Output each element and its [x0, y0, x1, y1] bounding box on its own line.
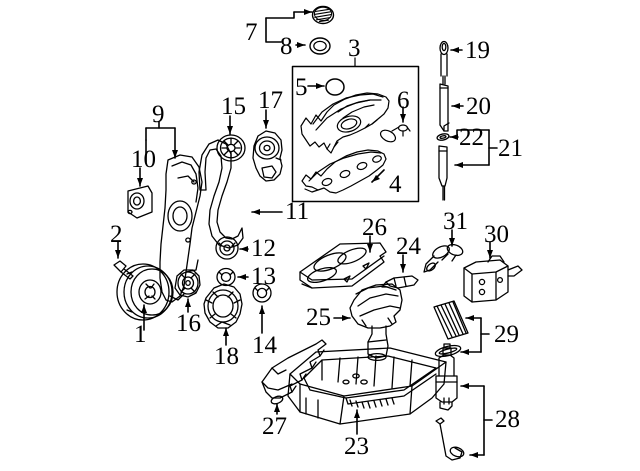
leader-21	[454, 129, 498, 168]
callout-label-19: 19	[465, 37, 490, 64]
callout-label-15: 15	[221, 93, 246, 120]
callout-label-16: 16	[176, 310, 201, 337]
callout-label-25: 25	[306, 304, 331, 331]
callout-label-12: 12	[251, 235, 276, 262]
part-idler-14	[252, 283, 272, 303]
callout-label-17: 17	[258, 87, 283, 114]
part-oil-cooler-clip	[423, 243, 464, 273]
part-oil-pan-baffle	[261, 339, 327, 405]
leader-7	[265, 9, 313, 48]
callout-label-1: 1	[134, 321, 147, 348]
leader-30	[487, 241, 493, 259]
part-oil-pan	[287, 347, 447, 425]
part-oil-pressure-sensor	[435, 343, 458, 411]
leader-10	[137, 167, 143, 187]
callout-label-4: 4	[389, 171, 402, 198]
part-oil-filler-grommet	[325, 78, 345, 96]
part-windage-tray	[299, 242, 387, 289]
leader-17	[263, 109, 269, 129]
part-oil-filler-cap-seal	[309, 37, 331, 55]
callout-label-26: 26	[362, 214, 387, 241]
part-oil-cooler-filter	[433, 300, 469, 340]
leader-31	[449, 229, 455, 247]
part-dipstick-lower	[438, 145, 448, 201]
part-oil-cooler-seal	[434, 344, 462, 358]
part-idler-13	[216, 267, 236, 287]
leader-1	[141, 304, 147, 331]
leader-25	[333, 315, 351, 321]
leader-18	[223, 327, 229, 346]
group-box-3	[291, 57, 420, 203]
callout-label-8: 8	[280, 33, 293, 60]
callout-label-10: 10	[131, 146, 156, 173]
part-valve-cover-gasket	[301, 149, 387, 194]
part-crank-pulley-bolt	[113, 260, 134, 280]
callout-label-29: 29	[494, 321, 519, 348]
leader-27	[274, 403, 280, 415]
part-oil-filler-cap	[311, 5, 335, 25]
part-dipstick-handle	[439, 40, 449, 85]
leader-5	[307, 83, 325, 89]
leader-11	[251, 209, 283, 215]
part-timing-cover-plate	[127, 185, 153, 219]
leader-16	[185, 298, 191, 313]
callout-label-30: 30	[484, 221, 509, 248]
callout-label-24: 24	[396, 233, 421, 260]
leader-4	[371, 169, 385, 183]
callout-label-18: 18	[214, 343, 239, 370]
leader-6	[400, 106, 406, 123]
callout-label-3: 3	[348, 35, 361, 62]
leader-2	[115, 241, 121, 259]
part-valve-cover	[300, 92, 390, 154]
callout-label-5: 5	[295, 74, 308, 101]
callout-label-23: 23	[344, 433, 369, 460]
callout-label-2: 2	[110, 221, 123, 248]
part-dipstick-o-ring	[436, 133, 450, 141]
leader-20	[451, 103, 464, 109]
leader-15	[227, 115, 233, 135]
callout-label-11: 11	[285, 198, 310, 225]
leader-22	[449, 134, 459, 140]
leader-9	[145, 121, 178, 163]
part-crankshaft-pulley	[116, 263, 174, 321]
part-oil-squirter	[381, 275, 419, 289]
callout-label-7: 7	[245, 19, 258, 46]
callout-label-13: 13	[251, 263, 276, 290]
callout-label-22: 22	[459, 124, 484, 151]
leader-23	[354, 409, 360, 435]
callout-label-27: 27	[262, 413, 287, 440]
callout-label-20: 20	[466, 93, 491, 120]
part-idler-12	[215, 236, 239, 260]
leader-26	[367, 235, 373, 253]
leader-12	[239, 246, 249, 252]
callout-label-28: 28	[495, 406, 520, 433]
leader-13	[237, 274, 249, 280]
leader-14	[259, 305, 265, 334]
leader-19	[450, 47, 463, 53]
part-camshaft-sprocket	[216, 134, 246, 162]
part-crank-sprocket	[174, 269, 201, 298]
leader-24	[400, 254, 406, 273]
part-water-pump	[203, 283, 243, 329]
part-oil-pickup-tube	[435, 417, 465, 461]
callout-label-31: 31	[443, 208, 468, 235]
callout-label-14: 14	[252, 332, 277, 359]
leader-28	[460, 383, 493, 458]
part-dipstick-tube	[439, 83, 450, 132]
part-oil-cooler-housing	[463, 255, 523, 303]
part-timing-belt-tensioner	[252, 130, 283, 182]
leader-29	[460, 315, 490, 355]
callout-label-9: 9	[152, 101, 165, 128]
callout-label-21: 21	[498, 135, 523, 162]
part-pcv-valve	[379, 124, 411, 143]
callout-label-6: 6	[397, 87, 410, 114]
